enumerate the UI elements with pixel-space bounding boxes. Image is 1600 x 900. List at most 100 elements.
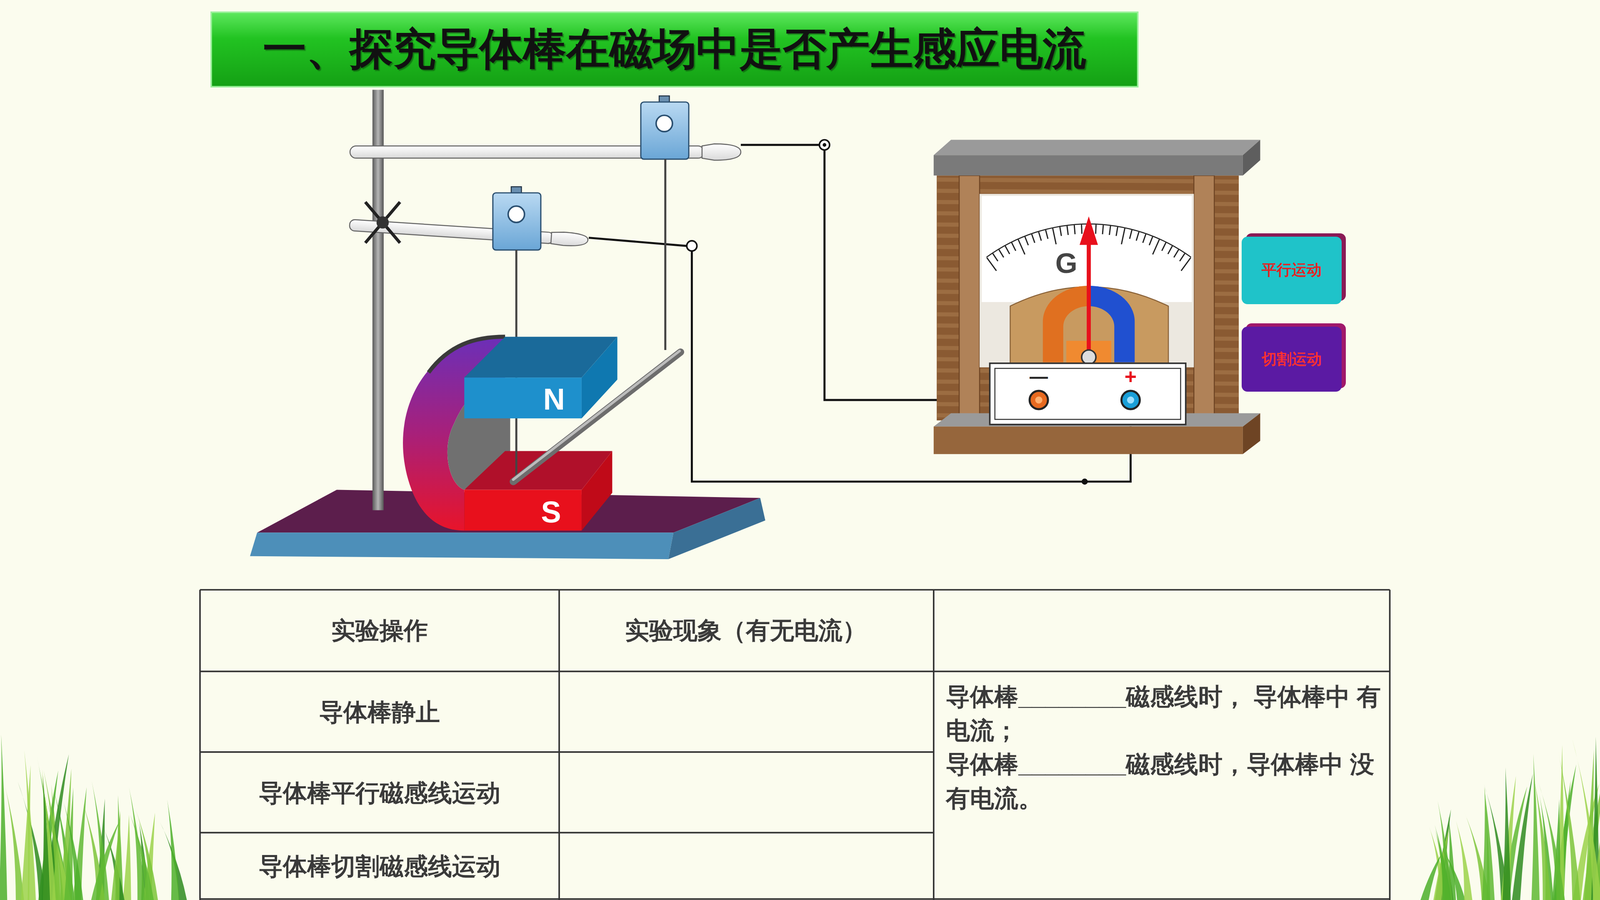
wire (588, 237, 687, 247)
clamp-hole (656, 115, 673, 132)
grass-blade (5, 786, 24, 900)
grass-blade (1538, 782, 1565, 900)
scale-tick (1045, 230, 1048, 239)
scale-tick (1136, 232, 1139, 241)
table-rule (200, 589, 1390, 591)
hanging-wire (664, 159, 667, 350)
grass-blade (126, 805, 155, 900)
terminal-panel (990, 363, 1186, 425)
wire-joint (819, 140, 830, 150)
grass-blade (0, 734, 8, 900)
table-header: 实验操作 (331, 613, 428, 648)
wire (740, 143, 820, 146)
table-rule (932, 590, 935, 900)
grass (0, 732, 1600, 900)
scale-tick (1005, 245, 1010, 254)
scale-tick (1095, 224, 1097, 234)
galvanometer-needle-head (1079, 216, 1098, 245)
scale-tick (1109, 225, 1111, 235)
scale-tick (1052, 228, 1057, 245)
table-rule (558, 590, 560, 900)
grass-blade (1531, 754, 1540, 900)
button-label: 平行运动 (1261, 260, 1322, 281)
conclusion-text: 导体棒________磁感线时，导体棒中 没有电流。 (945, 747, 1383, 815)
title-text: 一、探究导体棒在磁场中是否产生感应电流 (262, 20, 1087, 79)
grass-blade (167, 799, 180, 900)
scale-tick (1121, 228, 1125, 245)
scale-tick (1031, 234, 1035, 243)
conductor-rod (513, 352, 681, 482)
stand-base-front (250, 532, 674, 560)
scale-tick (992, 253, 998, 261)
wire-joint (1081, 478, 1088, 485)
table-cell: 导体棒平行磁感线运动 (258, 775, 501, 810)
galvanometer-post (1193, 175, 1215, 416)
title-box: 一、探究导体棒在磁场中是否产生感应电流 (211, 12, 1138, 87)
meter-symbol: G (1055, 243, 1078, 283)
magnet-s-side (581, 450, 613, 531)
scale-tick (998, 249, 1004, 258)
scale-tick (1067, 225, 1069, 235)
scale-tick (1167, 245, 1173, 254)
stand-base-side (668, 497, 766, 560)
scale-tick (1018, 239, 1025, 255)
wire-joint (822, 142, 827, 147)
galvanometer-pivot (1081, 350, 1096, 365)
table-rule (200, 832, 934, 834)
grass-blade (1533, 777, 1551, 900)
button-label: 切割运动 (1261, 349, 1322, 370)
clamp (640, 102, 689, 160)
magnet-s-front (464, 490, 582, 531)
scale-tick (1060, 227, 1062, 237)
galvanometer-needle (1086, 240, 1091, 358)
grass-blade (1502, 767, 1511, 900)
grass-blade (62, 798, 83, 900)
scale-tick (1152, 239, 1160, 255)
boss-clamp (365, 202, 400, 243)
galvanometer-cap-front (933, 155, 1243, 176)
scale-tick (1038, 232, 1042, 241)
button-node: 平行运动 (1241, 236, 1342, 305)
grass-blade (41, 760, 64, 900)
grass-blade (1484, 787, 1495, 900)
pole-label: S (540, 491, 561, 534)
boss-clamp (376, 216, 389, 229)
scale-tick (1173, 249, 1179, 258)
scale-tick (986, 257, 997, 271)
terminal-minus (1035, 396, 1043, 404)
boss-clamp (365, 202, 400, 243)
illustration-group (0, 12, 1600, 900)
scale-tick (1080, 224, 1083, 234)
table-rule (200, 670, 1390, 673)
conclusion-text: 导体棒________磁感线时， 导体棒中 有电流； (945, 679, 1383, 748)
grass-blade (20, 765, 31, 900)
terminal-sign: — (1029, 363, 1048, 390)
grass-blade (42, 774, 51, 900)
terminal-panel-inner (995, 368, 1181, 420)
scale-tick (1161, 242, 1166, 251)
galvanometer-base-front (933, 426, 1243, 455)
grass-blade (1434, 825, 1451, 900)
table-header: 实验现象（有无电流） (625, 613, 867, 648)
wire-joint (686, 240, 697, 251)
galvanometer-cap-top (933, 140, 1261, 156)
clamp (492, 192, 541, 250)
table-cell: 导体棒静止 (319, 695, 440, 730)
scale-tick (1102, 225, 1104, 235)
conductor-rod-highlight (513, 350, 680, 480)
pole-label: N (543, 377, 565, 420)
table-rule (1389, 590, 1391, 900)
scale-tick (1129, 230, 1132, 239)
galvanometer-panel (979, 193, 1194, 368)
grass-blade (1572, 739, 1600, 900)
grass-blade (42, 769, 52, 900)
table-rule (200, 751, 934, 753)
scale-tick (1074, 225, 1075, 235)
galvanometer-post (959, 175, 980, 416)
table-rule (199, 590, 201, 900)
scale-tick (1142, 234, 1146, 243)
terminal-plus (1127, 396, 1135, 404)
scale-tick (1149, 236, 1153, 245)
galvanometer-base-side (1242, 413, 1261, 455)
